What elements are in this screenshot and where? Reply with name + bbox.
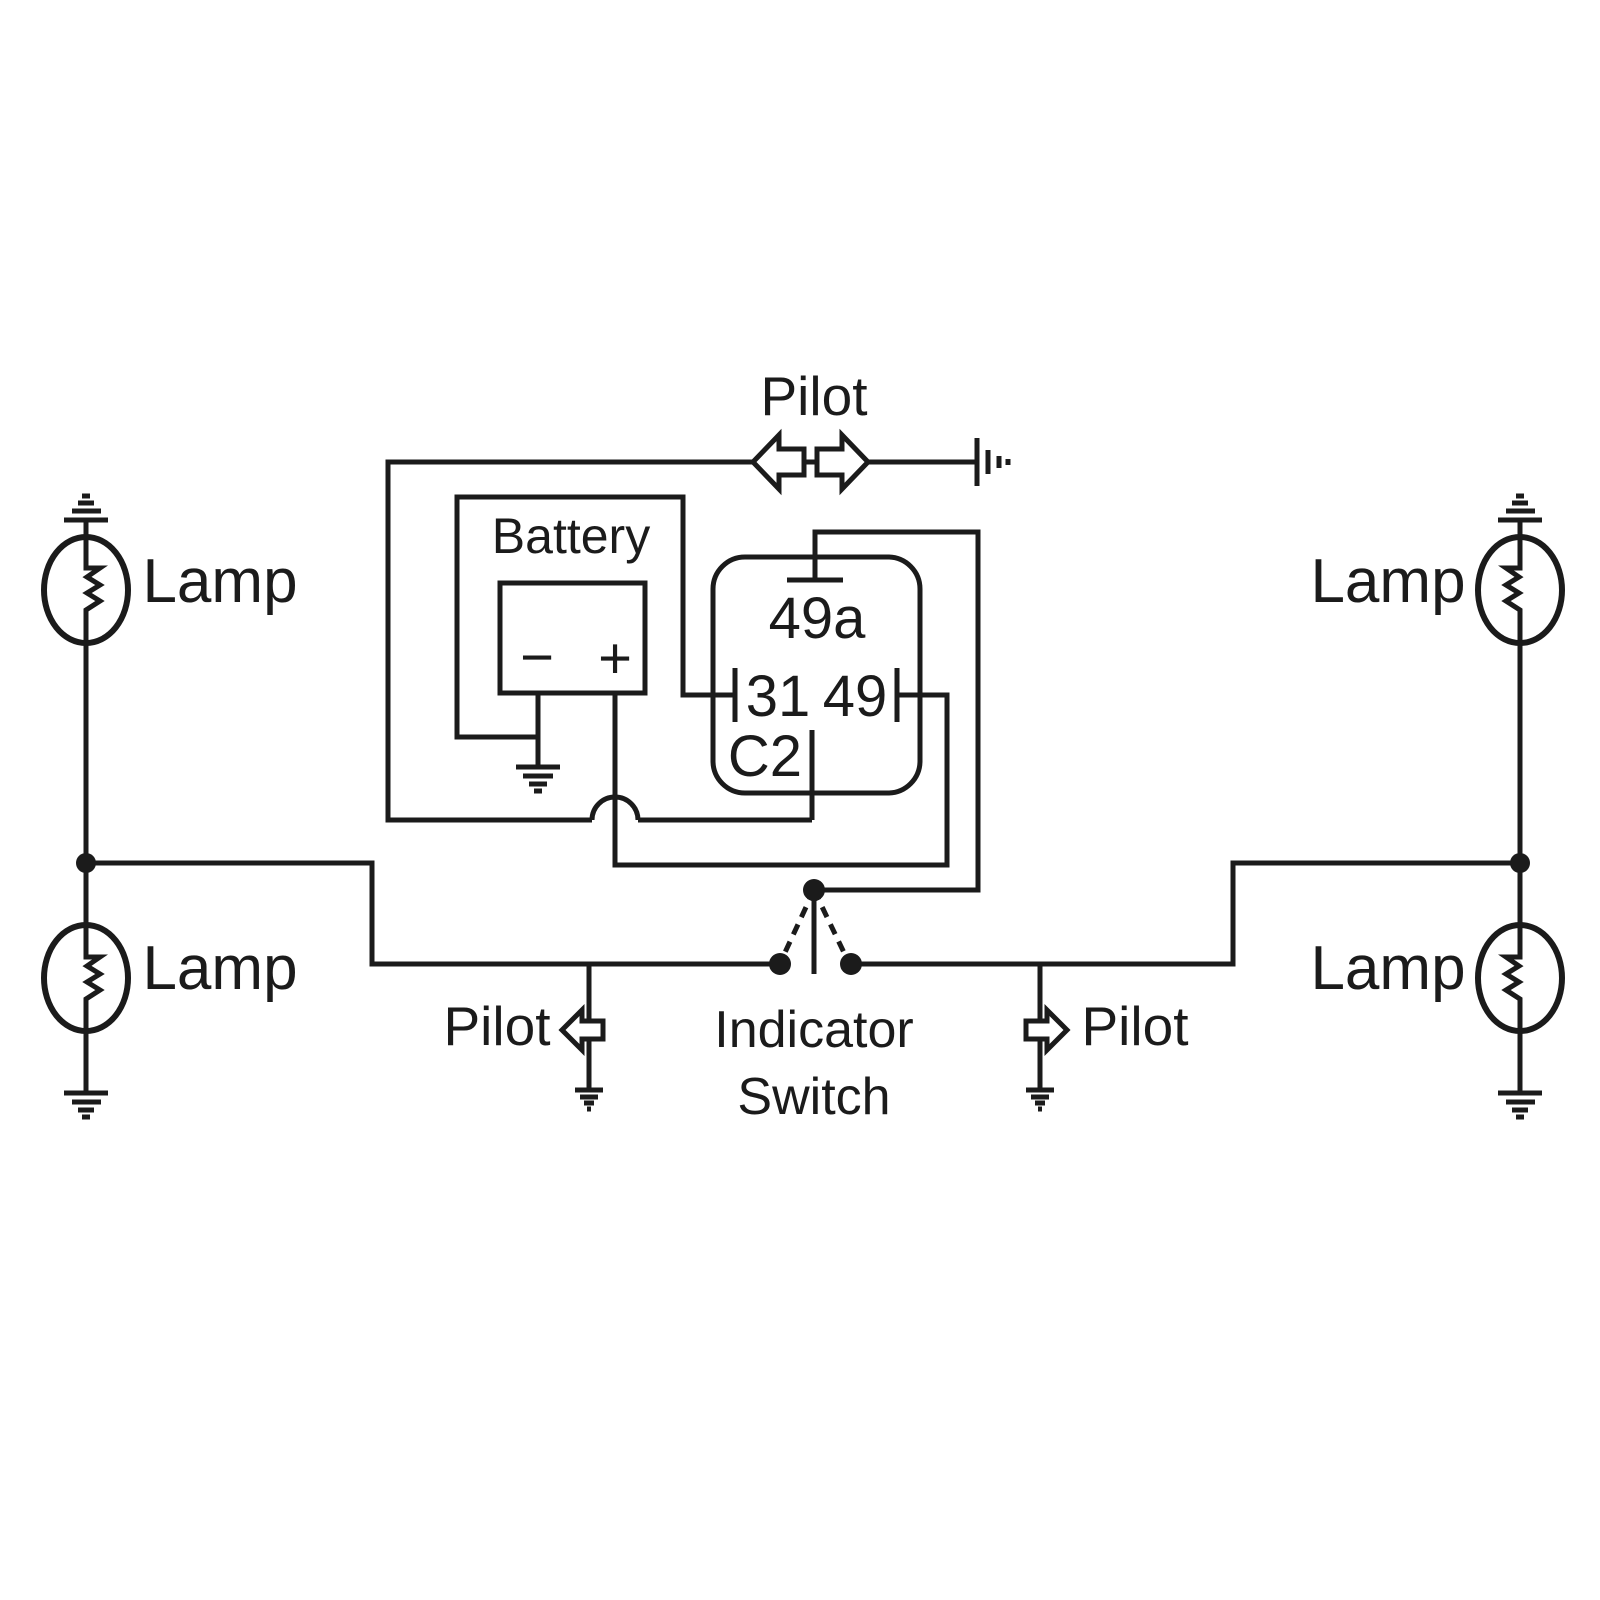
flasher-relay: 49a 31 49 C2 <box>710 529 981 893</box>
left-turn-arrow-icon <box>749 428 807 496</box>
indicator-switch-label-line1: Indicator <box>714 1001 913 1059</box>
lamp-bottom-left: Lamp <box>41 863 298 1120</box>
ground-icon <box>974 438 1011 486</box>
lamp-bulb-icon <box>41 922 131 1034</box>
right-turn-arrow-icon <box>814 428 872 496</box>
left-arrow-icon <box>558 1003 606 1057</box>
ground-icon <box>1498 1090 1542 1120</box>
lamp-bulb-icon <box>1475 534 1565 646</box>
ground-icon <box>1026 1087 1054 1112</box>
lamp-label: Lamp <box>142 934 297 1003</box>
battery-negative-loop-wire <box>454 494 735 740</box>
ground-icon <box>64 1090 108 1120</box>
battery-plus-label: + <box>598 626 632 691</box>
terminal-c2-label: C2 <box>728 724 802 789</box>
pilot-label: Pilot <box>444 995 551 1057</box>
lamp-bulb-icon <box>1475 922 1565 1034</box>
lamp-bottom-right: Lamp <box>1310 863 1565 1120</box>
switch-common-dot <box>803 879 825 901</box>
lamp-filament-wire <box>82 520 109 863</box>
terminal-31-label: 31 <box>746 664 811 729</box>
battery-box <box>497 580 648 696</box>
pilot-feed-wire <box>385 459 753 823</box>
battery-label: Battery <box>492 508 650 564</box>
lamp-filament-wire <box>82 863 109 1093</box>
ground-icon <box>575 1087 603 1112</box>
indicator-switch: Indicator Switch <box>714 879 914 1126</box>
lamp-filament-wire <box>1497 520 1524 863</box>
top-pilot-label: Pilot <box>761 365 868 427</box>
lamp-top-left: Lamp <box>41 493 298 863</box>
lamp-label: Lamp <box>1310 934 1465 1003</box>
lamp-filament-wire <box>1497 863 1524 1093</box>
pilot-label: Pilot <box>1082 995 1189 1057</box>
lamp-label: Lamp <box>1310 547 1465 616</box>
battery-minus-label: − <box>520 625 554 690</box>
battery: Battery − + <box>454 494 950 868</box>
switch-throw-left <box>778 888 817 963</box>
bottom-left-pilot: Pilot <box>444 964 606 1112</box>
switch-right-contact-dot <box>840 953 862 975</box>
bottom-right-pilot: Pilot <box>1023 964 1189 1112</box>
switch-throw-right <box>811 888 851 963</box>
lamp-bulb-icon <box>41 534 131 646</box>
terminal-49a-label: 49a <box>769 586 867 651</box>
terminal-49a-wire <box>812 529 981 893</box>
ground-icon <box>516 764 560 794</box>
indicator-switch-label-line2: Switch <box>737 1068 890 1126</box>
terminal-49-label: 49 <box>823 664 888 729</box>
ground-up-icon <box>1498 493 1542 523</box>
battery-positive-wire <box>612 692 950 868</box>
left-lamp-feed-wire <box>86 860 780 967</box>
lamp-label: Lamp <box>142 547 297 616</box>
lamp-top-right: Lamp <box>1310 493 1565 863</box>
ground-up-icon <box>64 493 108 523</box>
switch-left-contact-dot <box>769 953 791 975</box>
top-pilot-indicator: Pilot <box>385 365 1011 823</box>
right-arrow-icon <box>1023 1003 1071 1057</box>
